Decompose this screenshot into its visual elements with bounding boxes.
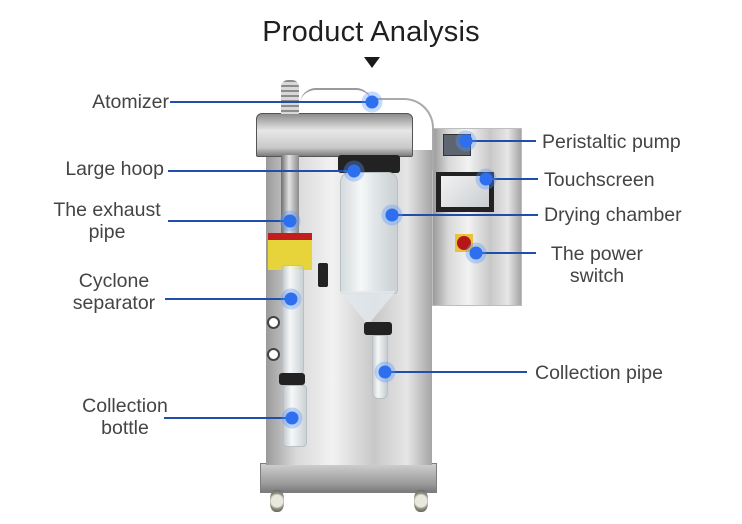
down-arrow-icon — [364, 57, 380, 68]
callout-dot-large-hoop — [347, 164, 361, 178]
exhaust-pipe-device — [281, 155, 299, 243]
callout-dot-collection-bottle — [285, 411, 299, 425]
label-peristaltic-pump: Peristaltic pump — [542, 131, 681, 153]
label-touchscreen: Touchscreen — [544, 169, 655, 191]
label-cyclone-separator: Cyclone separator — [72, 270, 156, 314]
callout-dot-drying-chamber — [385, 208, 399, 222]
callout-line-cyclone-separator — [165, 298, 291, 300]
callout-line-collection-bottle — [164, 417, 292, 419]
pressure-gauge — [267, 316, 280, 329]
callout-dot-touchscreen — [479, 172, 493, 186]
callout-line-touchscreen — [486, 178, 538, 180]
wheel-right — [414, 490, 428, 512]
atomizer-nozzle — [281, 80, 299, 114]
cyclone-separator-device — [282, 265, 304, 377]
callout-dot-peristaltic-pump — [459, 134, 473, 148]
wheel-left — [270, 490, 284, 512]
clamp — [318, 263, 328, 287]
callout-line-large-hoop — [168, 170, 354, 172]
callout-line-drying-chamber — [392, 214, 538, 216]
callout-line-exhaust-pipe — [168, 220, 290, 222]
callout-line-power-switch — [476, 252, 536, 254]
page-title: Product Analysis — [262, 16, 480, 48]
label-collection-bottle: Collection bottle — [82, 395, 168, 439]
callout-dot-cyclone-separator — [284, 292, 298, 306]
callout-dot-power-switch — [469, 246, 483, 260]
pressure-gauge — [267, 348, 280, 361]
label-exhaust-pipe: The exhaust pipe — [53, 199, 161, 243]
label-power-switch: The power switch — [550, 243, 644, 287]
warning-label — [268, 233, 312, 270]
control-box — [432, 128, 522, 306]
callout-dot-collection-pipe — [378, 365, 392, 379]
callout-dot-atomizer — [365, 95, 379, 109]
callout-line-atomizer — [170, 101, 372, 103]
label-large-hoop: Large hoop — [65, 158, 164, 180]
label-collection-pipe: Collection pipe — [535, 362, 663, 384]
callout-dot-exhaust-pipe — [283, 214, 297, 228]
label-atomizer: Atomizer — [92, 91, 169, 113]
drying-chamber-device — [340, 172, 398, 294]
machine-base — [260, 463, 437, 493]
callout-line-collection-pipe — [385, 371, 527, 373]
callout-line-peristaltic-pump — [466, 140, 536, 142]
label-drying-chamber: Drying chamber — [544, 204, 682, 226]
